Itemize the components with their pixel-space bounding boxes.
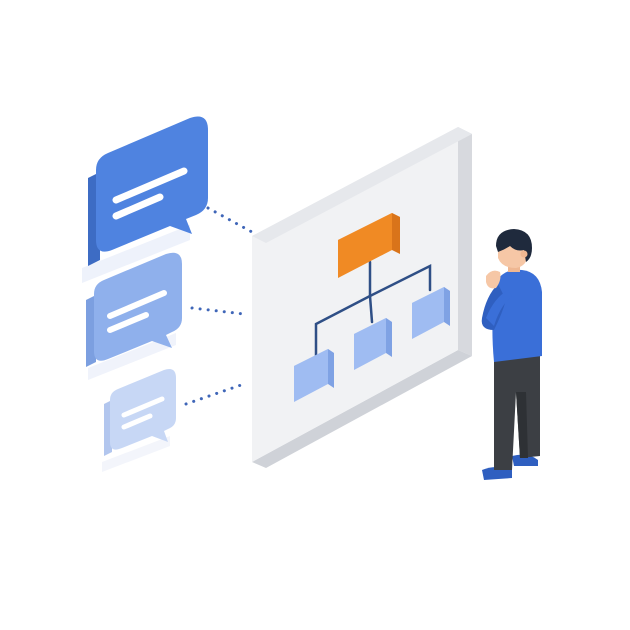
connector-line-middle (190, 306, 246, 316)
person-figure-icon (481, 229, 542, 480)
chat-bubble-large-line-2 (112, 193, 164, 220)
person-shoe-front (482, 467, 512, 480)
chat-bubble-medium-line-1 (107, 290, 167, 319)
chat-bubble-small-line-2 (121, 413, 153, 430)
org-chart-root-node (338, 213, 400, 278)
chat-bubble-small-icon (102, 369, 176, 472)
chat-bubble-medium-line-2 (107, 312, 149, 333)
board-edge-bottom (252, 350, 472, 468)
dotted-connectors (184, 206, 254, 406)
connector-line-bottom (184, 382, 246, 406)
org-chart-right-branch (368, 263, 432, 298)
connector-line-top (206, 206, 254, 234)
person-hair (496, 229, 532, 262)
org-chart-child-node-center (354, 318, 392, 370)
org-chart-child-node-right (412, 287, 450, 339)
org-chart-icon (294, 213, 450, 402)
person-hand (486, 270, 501, 289)
chat-bubble-large-icon (82, 116, 208, 283)
org-chart-center-branch (368, 294, 374, 324)
person-trousers (494, 352, 540, 470)
chat-bubble-large-line-1 (112, 167, 188, 204)
board-edge-right (458, 127, 472, 356)
person-shoe-back (512, 454, 538, 466)
chat-bubble-medium-icon (86, 252, 182, 380)
presentation-board (252, 127, 472, 468)
org-chart-child-node-left (294, 349, 334, 402)
chat-bubble-small-line-1 (121, 396, 165, 418)
org-chart-left-branch (314, 294, 372, 358)
